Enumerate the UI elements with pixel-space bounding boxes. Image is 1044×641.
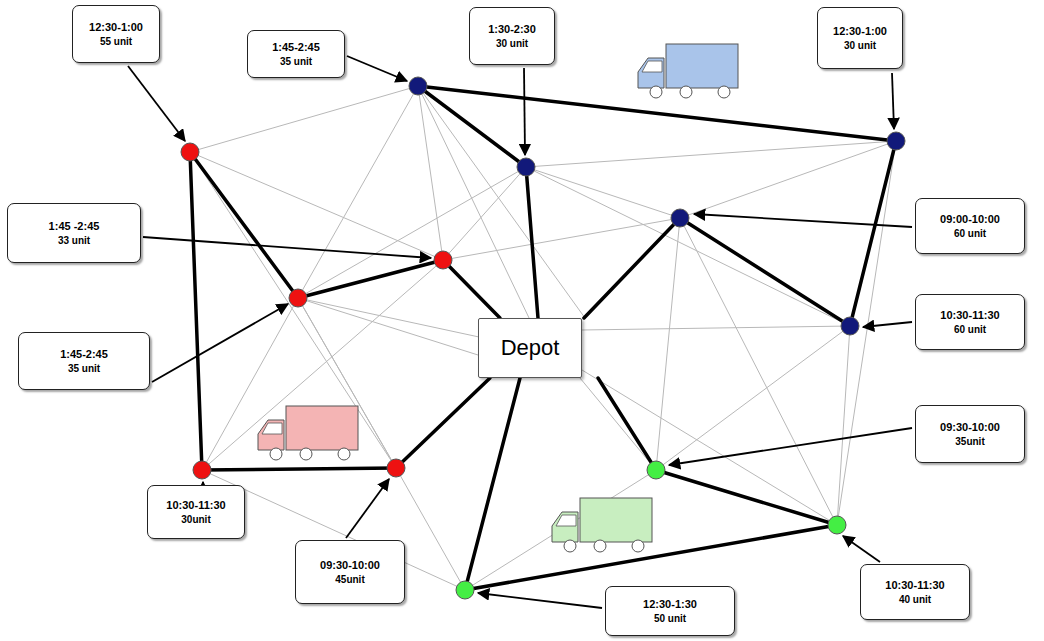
demand-amount: 45unit — [335, 573, 364, 587]
time-window: 10:30-11:30 — [940, 308, 999, 323]
callout-box: 09:30-10:0035unit — [915, 405, 1025, 463]
demand-amount: 35 unit — [280, 55, 312, 69]
callout-box: 09:00-10:0060 unit — [915, 198, 1025, 254]
customer-dots — [181, 77, 905, 599]
callout-box: 12:30-1:3050 unit — [605, 586, 735, 636]
time-window: 09:00-10:00 — [940, 212, 1000, 227]
truck-icon — [552, 498, 652, 552]
time-window: 09:30-10:00 — [320, 558, 380, 573]
demand-amount: 30 unit — [844, 39, 876, 53]
callout-box: 09:30-10:0045unit — [295, 540, 405, 604]
callout-box: 10:30-11:3060 unit — [915, 294, 1025, 350]
demand-amount: 33 unit — [58, 234, 90, 248]
callout-box: 12:30-1:0030 unit — [817, 7, 903, 69]
route-lines — [190, 86, 896, 590]
demand-amount: 55 unit — [100, 35, 132, 49]
truck-icon — [638, 44, 738, 98]
time-window: 1:45 -2:45 — [49, 219, 100, 234]
depot-label: Depot — [501, 333, 560, 363]
demand-amount: 60 unit — [954, 227, 986, 241]
time-window: 12:30-1:00 — [89, 20, 143, 35]
time-window: 09:30-10:00 — [940, 420, 1000, 435]
time-window: 1:30-2:30 — [488, 22, 536, 37]
truck-icon — [258, 406, 358, 460]
demand-amount: 35unit — [955, 435, 984, 449]
time-window: 12:30-1:00 — [833, 24, 887, 39]
callout-box: 10:30-11:3030unit — [147, 485, 245, 539]
demand-amount: 35 unit — [68, 362, 100, 376]
callout-box: 10:30-11:3040 unit — [860, 564, 970, 620]
demand-amount: 50 unit — [654, 612, 686, 626]
time-window: 12:30-1:30 — [643, 597, 697, 612]
depot-box: Depot — [478, 318, 582, 378]
callout-box: 1:45-2:4535 unit — [247, 30, 345, 78]
callout-box: 1:30-2:3030 unit — [469, 7, 555, 65]
candidate-edges — [190, 86, 896, 590]
leader-arrows — [128, 56, 912, 608]
time-window: 1:45-2:45 — [272, 40, 320, 55]
time-window: 10:30-11:30 — [885, 578, 944, 593]
demand-amount: 40 unit — [899, 593, 931, 607]
demand-amount: 60 unit — [954, 323, 986, 337]
callout-box: 12:30-1:0055 unit — [72, 5, 160, 63]
demand-amount: 30unit — [181, 513, 210, 527]
time-window: 10:30-11:30 — [166, 498, 225, 513]
callout-box: 1:45 -2:4533 unit — [7, 203, 141, 263]
demand-amount: 30 unit — [496, 37, 528, 51]
time-window: 1:45-2:45 — [60, 347, 108, 362]
callout-box: 1:45-2:4535 unit — [18, 332, 150, 390]
